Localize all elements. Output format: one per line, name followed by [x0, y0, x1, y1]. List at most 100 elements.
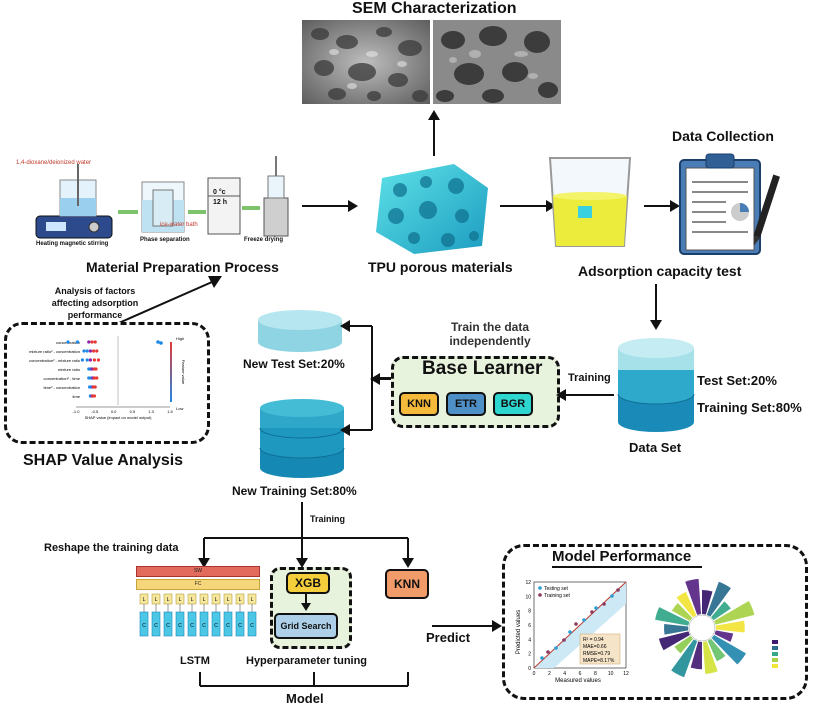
- ice-bath-label: ice-water bath: [160, 222, 198, 228]
- lstm-c-cell: [211, 611, 221, 637]
- stats-box: [579, 633, 621, 665]
- new-train-label: New Training Set:80%: [232, 484, 357, 498]
- base-header: Train the data independently: [440, 320, 540, 348]
- lstm-c-text: C: [202, 623, 206, 629]
- shap-point: [95, 376, 99, 380]
- collection-title: Data Collection: [672, 128, 774, 144]
- parity-point: [594, 606, 598, 610]
- hyper-label: Hyperparameter tuning: [246, 655, 368, 667]
- radial-bar: [702, 641, 718, 674]
- parity-point: [568, 630, 572, 634]
- lstm-c-cell: [151, 611, 161, 637]
- radial-bar: [711, 635, 746, 665]
- radial-bar: [702, 590, 713, 615]
- shap-point: [156, 340, 160, 344]
- learner-knn: KNN: [399, 392, 439, 416]
- shap-feature-label: concentration² - time: [44, 376, 81, 381]
- analysis-label: Analysis of factors affecting adsorption…: [40, 285, 150, 321]
- dataset-test-label: Test Set:20%: [697, 373, 777, 388]
- shap-point: [92, 358, 96, 362]
- lstm-c-cell: [235, 611, 245, 637]
- lstm-label: LSTM: [180, 655, 210, 667]
- step-phase-separation: Phase separation: [140, 237, 190, 243]
- shap-tick: 1.5: [167, 409, 173, 414]
- dataset-cylinder: [617, 338, 695, 432]
- lstm-c-text: C: [214, 623, 218, 629]
- dataset-label: Data Set: [629, 440, 682, 455]
- lstm-sw-layer: SW: [136, 566, 260, 577]
- radial-legend-swatch: [772, 664, 778, 668]
- performance-title-underline: [552, 566, 702, 568]
- base-header-line-2: independently: [449, 334, 531, 348]
- parity-ytick: 12: [525, 580, 531, 586]
- model-split-arrows: [198, 502, 414, 568]
- legend-testing-marker: [538, 586, 542, 590]
- parity-point: [540, 656, 544, 660]
- shap-point: [85, 349, 89, 353]
- parity-point: [616, 588, 620, 592]
- shap-feature-label: concentration² - mixture ratio: [29, 358, 81, 363]
- knn-model-block: KNN: [385, 569, 429, 599]
- shap-feature-label: mixture ratio: [58, 367, 81, 372]
- arrow-adsorption-to-collection: [644, 200, 680, 212]
- shap-feature-label: mixture ratio² - concentration: [29, 349, 80, 354]
- performance-box: [502, 544, 808, 700]
- lstm-l-text: L: [203, 597, 206, 603]
- learner-bgr: BGR: [493, 392, 533, 416]
- shap-point: [92, 349, 96, 353]
- parity-point: [610, 594, 614, 598]
- radial-legend-swatch: [772, 646, 778, 650]
- reshape-label: Reshape the training data: [44, 542, 179, 554]
- adsorption-beaker: [548, 157, 632, 247]
- lstm-c-text: C: [178, 623, 182, 629]
- shap-box: [4, 322, 210, 444]
- parity-point: [590, 610, 594, 614]
- arrow-xgb-to-grid: [301, 592, 311, 611]
- preparation-illustration: [35, 156, 289, 239]
- shap-point: [80, 358, 84, 362]
- parity-ytick: 2: [528, 652, 531, 658]
- lstm-l-text: L: [179, 597, 182, 603]
- shap-point: [82, 349, 86, 353]
- lstm-fc-layer: FC: [136, 579, 260, 590]
- arrow-predict: [432, 620, 502, 632]
- step-freeze-drying: Freeze drying: [244, 237, 284, 243]
- radial-center: [688, 614, 716, 642]
- parity-xtick: 4: [563, 671, 566, 677]
- lstm-c-text: C: [190, 623, 194, 629]
- tpu-title: TPU porous materials: [368, 259, 513, 275]
- shap-title: SHAP Value Analysis: [23, 452, 184, 469]
- radial-bar: [707, 638, 726, 662]
- shap-side-label: Feature value: [181, 360, 186, 385]
- parity-ytick: 4: [528, 637, 531, 643]
- shap-tick: 1.0: [148, 409, 154, 414]
- lstm-l-text: L: [239, 597, 242, 603]
- grid-search-block: Grid Search: [274, 613, 338, 639]
- training-label-model: Training: [310, 514, 346, 524]
- shap-tick: -1.0: [73, 409, 81, 414]
- analysis-line-2: affecting adsorption: [51, 298, 139, 308]
- predict-label: Predict: [426, 630, 471, 645]
- shap-point: [95, 349, 99, 353]
- stat-mae: MAE=0.66: [583, 644, 607, 650]
- lstm-c-text: C: [154, 623, 158, 629]
- shap-point: [93, 340, 97, 344]
- parity-xtick: 2: [548, 671, 551, 677]
- shap-point: [87, 340, 91, 344]
- shap-high: High: [176, 336, 184, 341]
- shap-point: [85, 358, 89, 362]
- performance-title: Model Performance: [552, 548, 692, 565]
- shap-point: [92, 376, 96, 380]
- arrow-tpu-to-sem: [428, 110, 440, 156]
- parity-xtick: 8: [594, 671, 597, 677]
- shap-point: [93, 385, 97, 389]
- radial-legend-swatch: [772, 658, 778, 662]
- parity-xtick: 12: [623, 671, 629, 677]
- radial-bar: [671, 602, 693, 621]
- water-label: 1,4-dioxane/deionized water: [16, 160, 92, 166]
- training-label-top: Training: [568, 372, 611, 384]
- learner-etr: ETR: [446, 392, 486, 416]
- analysis-line-1: Analysis of factors: [54, 286, 136, 296]
- shap-point: [88, 349, 92, 353]
